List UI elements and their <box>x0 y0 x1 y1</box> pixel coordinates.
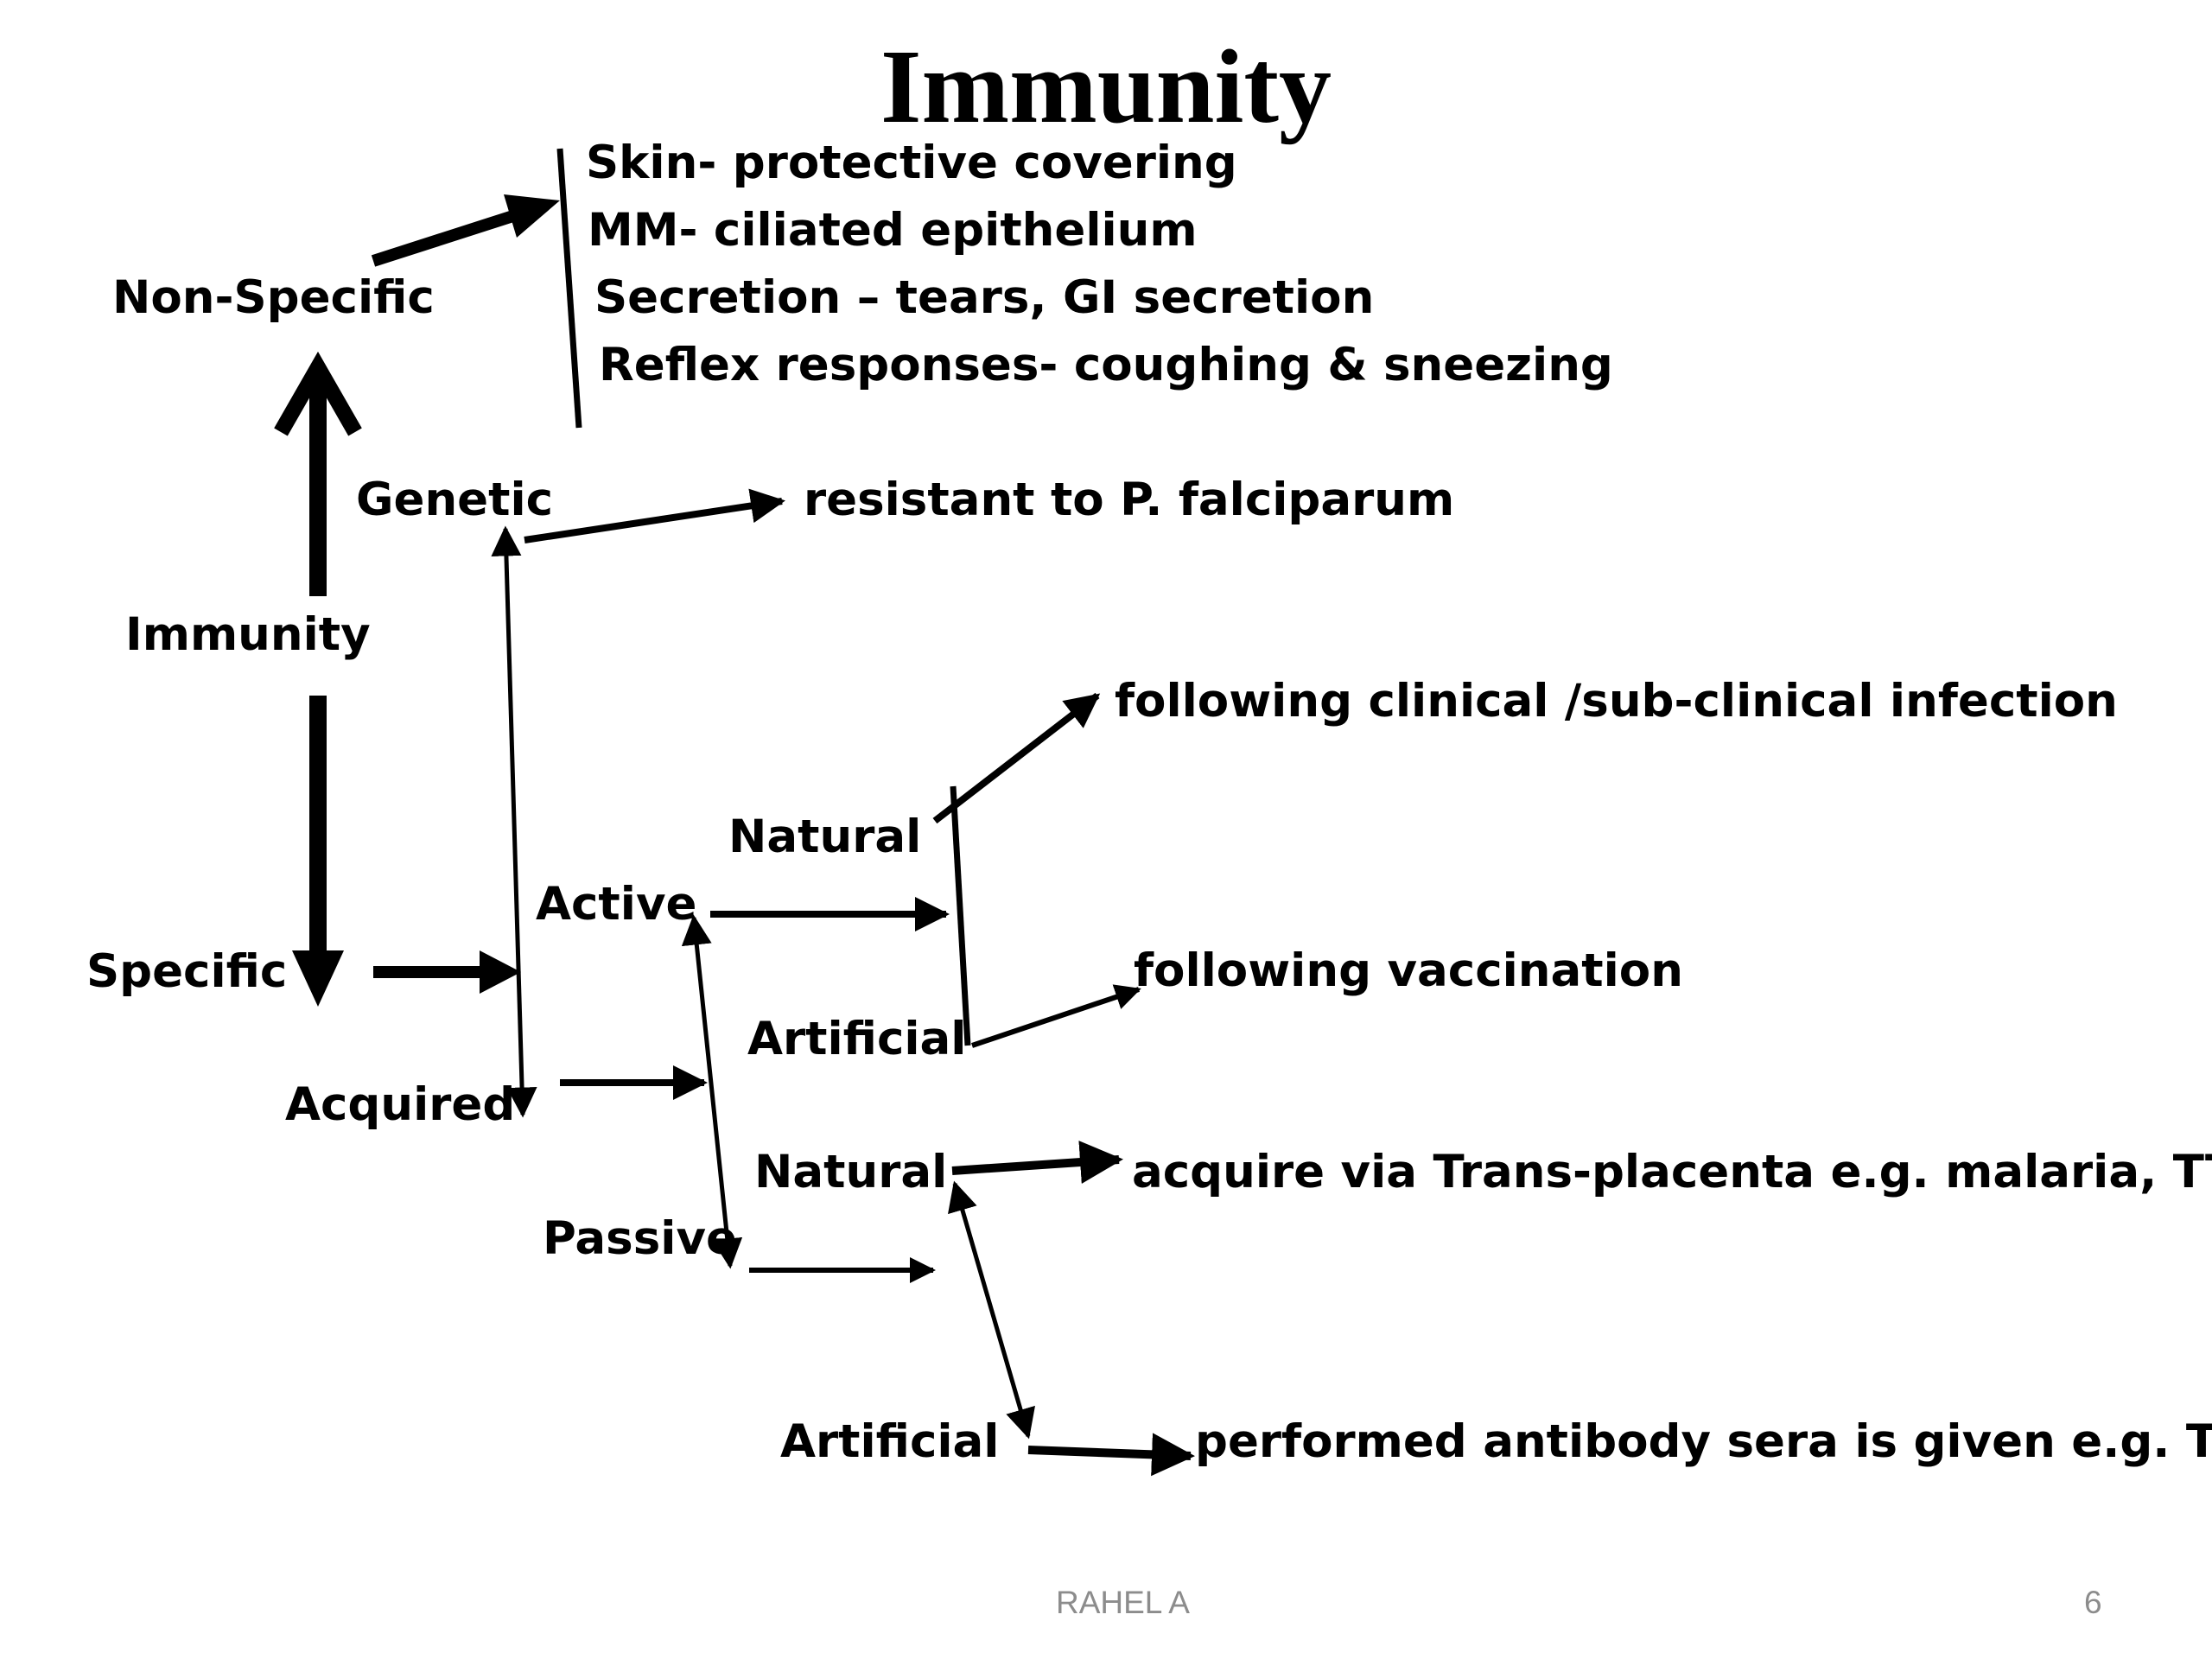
node-passive-artificial: Artificial <box>780 1415 1000 1468</box>
node-immunity: Immunity <box>125 608 371 661</box>
node-specific: Specific <box>86 945 288 998</box>
arrow-immunity-to-specific-head <box>292 950 344 1007</box>
footer-author: RAHEL A <box>1056 1585 1190 1620</box>
nonspecific-item-secretion: Secretion – tears, GI secretion <box>594 271 1375 324</box>
node-active: Active <box>536 878 697 931</box>
active-bracket <box>950 785 971 1046</box>
arrow-natural-to-infection <box>932 692 1101 824</box>
arrow-specific-to-bracket-head <box>480 950 521 994</box>
arrow-natural-to-placenta <box>951 1141 1123 1184</box>
nonspecific-bracket <box>556 148 582 429</box>
node-active-natural: Natural <box>728 810 922 863</box>
slide-title: Immunity <box>880 29 1332 145</box>
node-active-artificial: Artificial <box>747 1013 967 1065</box>
outcome-passive-artificial: performed antibody sera is given e.g. TA… <box>1195 1415 2212 1468</box>
arrow-nonspecific-to-list-head <box>504 194 560 238</box>
arrow-genetic-to-resistant <box>524 488 785 543</box>
slide-number: 6 <box>2084 1585 2102 1620</box>
nonspecific-item-skin: Skin- protective covering <box>586 137 1237 189</box>
node-genetic: Genetic <box>356 474 554 526</box>
arrow-nonspecific-to-list <box>371 208 521 267</box>
outcome-active-artificial: following vaccination <box>1134 944 1683 997</box>
node-non-specific: Non-Specific <box>112 271 435 324</box>
arrow-passive-natural-artificial <box>948 1180 1035 1440</box>
nonspecific-item-reflex: Reflex responses- coughing & sneezing <box>599 339 1613 391</box>
arrow-genetic-acquired <box>491 525 537 1118</box>
arrow-artificial-to-vaccination <box>971 984 1141 1048</box>
node-passive-natural: Natural <box>754 1146 948 1198</box>
outcome-passive-natural: acquire via Trans-placenta e.g. malaria,… <box>1132 1146 2212 1198</box>
nonspecific-item-mm: MM- ciliated epithelium <box>588 204 1198 257</box>
outcome-genetic: resistant to P. falciparum <box>804 474 1455 526</box>
node-acquired: Acquired <box>285 1078 516 1131</box>
arrow-active-passive <box>681 914 743 1269</box>
arrow-artificial-to-sera <box>1027 1433 1195 1477</box>
arrow-immunity-to-nonspecific-head <box>274 351 362 436</box>
outcome-active-natural: following clinical /sub-clinical infecti… <box>1115 675 2118 728</box>
node-passive: Passive <box>543 1212 737 1265</box>
